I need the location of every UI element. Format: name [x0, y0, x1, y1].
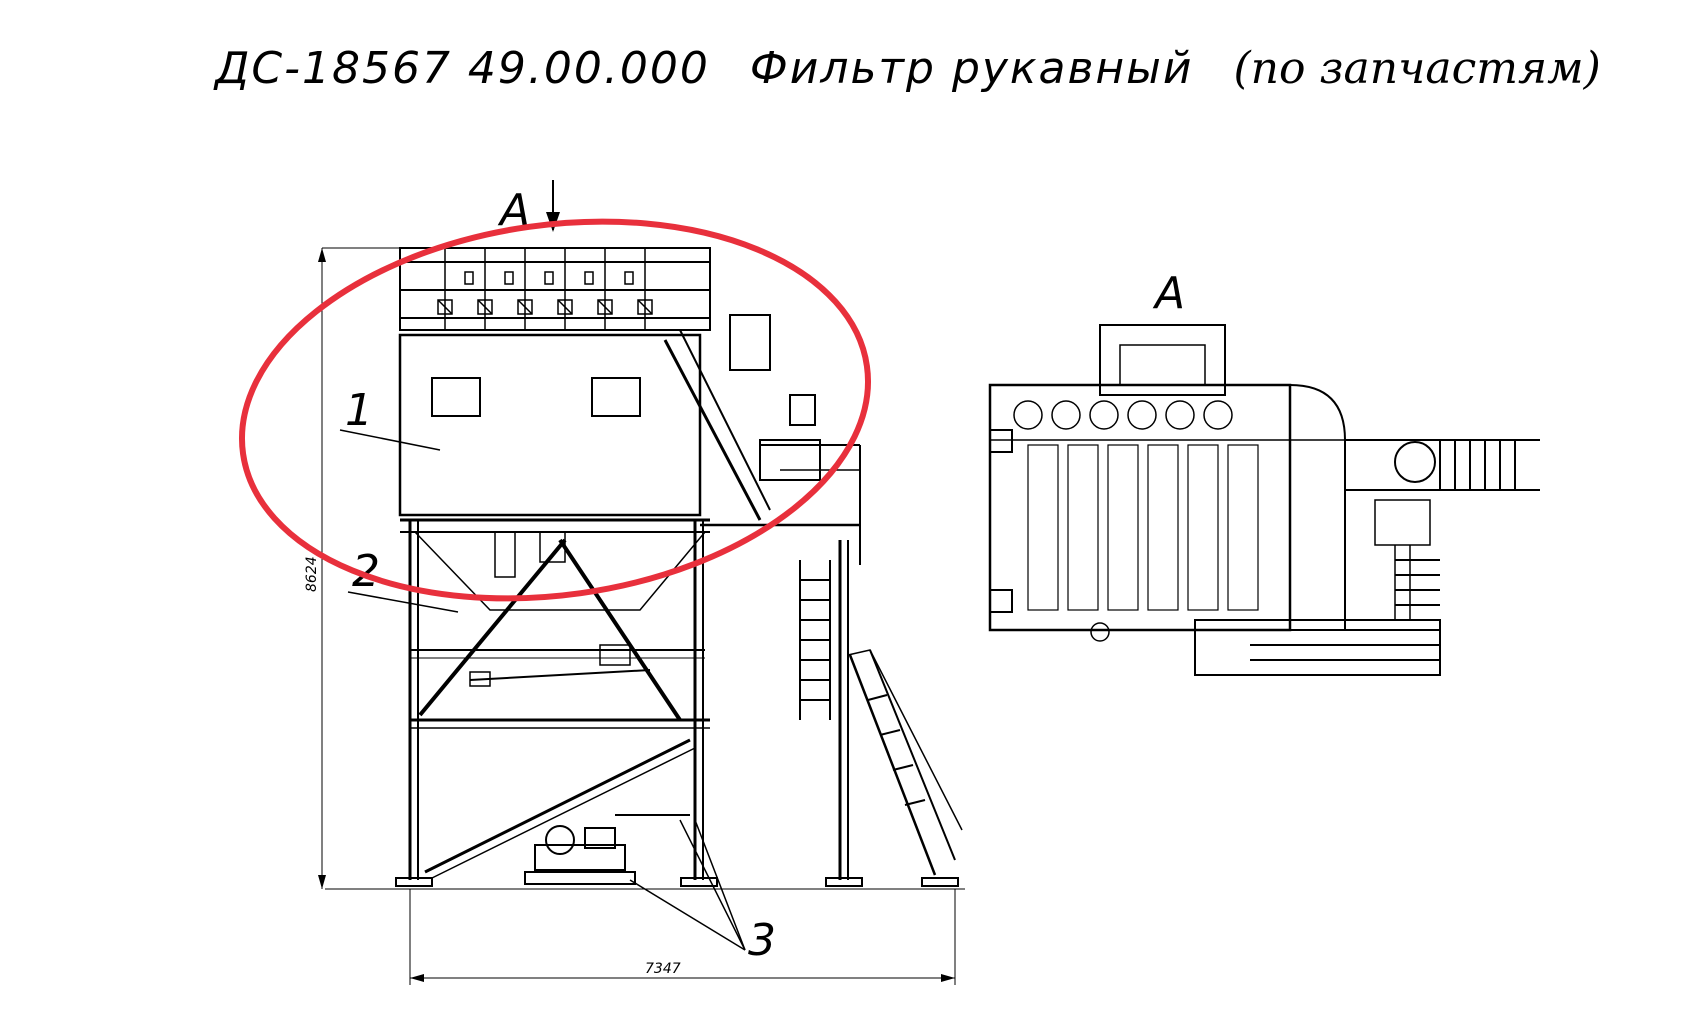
side-elevation: А [325, 180, 965, 890]
drawing-name: Фильтр рукавный [749, 43, 1194, 94]
callout-3: 3 [748, 915, 776, 966]
dimension-lines [318, 247, 956, 985]
drawing-note: (по запчастям) [1233, 43, 1601, 94]
callout-1: 1 [345, 385, 373, 436]
drawing-title: ДС-18567 49.00.000 Фильтр рукавный (по зап… [215, 34, 1675, 104]
plan-view-label-a: А [1152, 268, 1185, 319]
drawing-code: ДС-18567 49.00.000 [215, 43, 710, 94]
width-dimension: 7347 [645, 961, 681, 977]
height-dimension: 8624 [304, 556, 320, 592]
plan-view [988, 324, 1540, 676]
callout-leaders [339, 429, 746, 951]
highlight-ellipse [239, 218, 871, 602]
